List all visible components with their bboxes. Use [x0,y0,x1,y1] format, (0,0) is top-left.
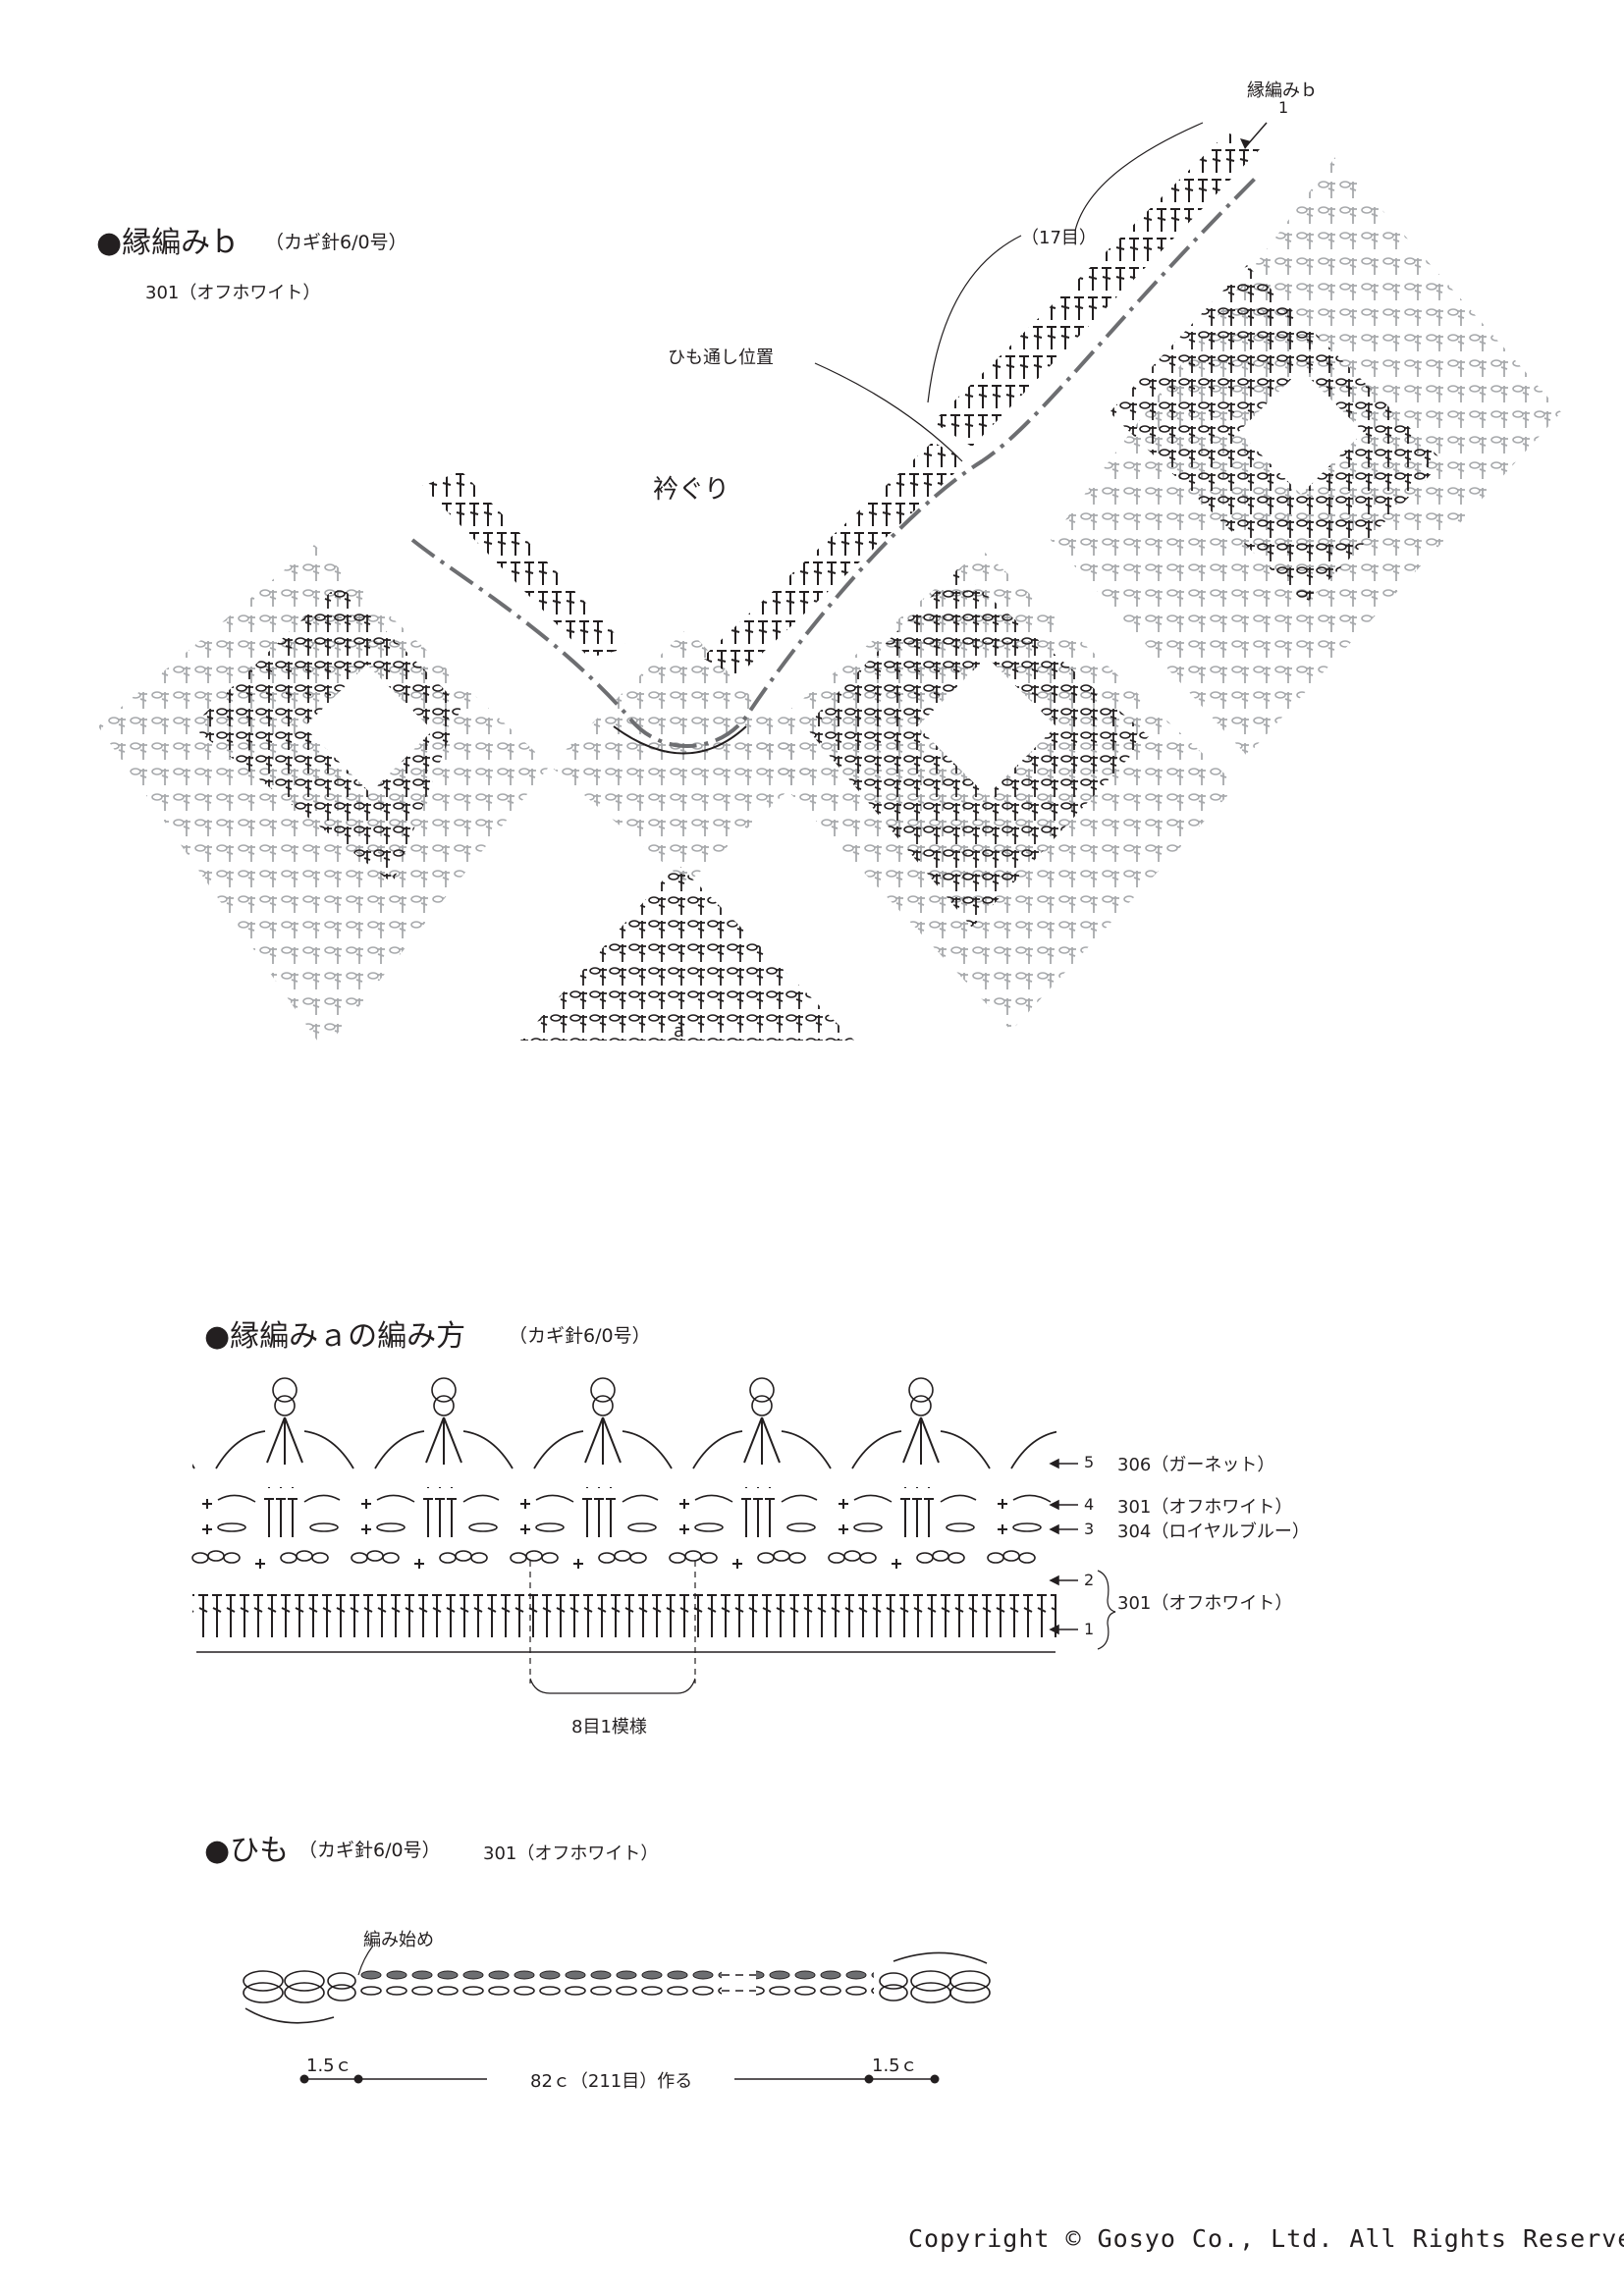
row-3-color: 304（ロイヤルブルー） [1117,1522,1310,1542]
rows-1-2-color: 301（オフホワイト） [1117,1593,1293,1614]
row-3-number: 3 [1084,1520,1095,1538]
row-4-number: 4 [1084,1495,1095,1514]
cord-right-length: 1.5ｃ [872,2056,918,2076]
row-1-number: 1 [1084,1620,1095,1638]
section-cord-title: ●ひも [204,1834,290,1868]
section-cord-color: 301（オフホワイト） [483,1843,659,1864]
section-b-color: 301（オフホワイト） [145,283,321,303]
row-5-color: 306（ガーネット） [1117,1455,1275,1475]
section-a-hook: （カギ針6/0号） [509,1325,651,1347]
edge-b-label: 縁編みｂ [1247,80,1318,101]
cord-position-label: ひも通し位置 [668,347,774,368]
cord-start-label: 編み始め [363,1930,434,1950]
copyright-notice: Copyright © Gosyo Co., Ltd. All Rights R… [908,2224,1624,2253]
row-5-number: 5 [1084,1453,1095,1471]
stitch-count-label: （17目） [1021,228,1097,248]
repeat-label: 8目1模様 [571,1717,647,1737]
section-b-title: ●縁編みｂ [96,226,241,260]
section-cord-hook: （カギ針6/0号） [298,1840,441,1861]
cord-left-length: 1.5ｃ [306,2056,352,2076]
section-b-hook: （カギ針6/0号） [265,232,407,253]
row-4-color: 301（オフホワイト） [1117,1497,1293,1518]
row-2-number: 2 [1084,1571,1095,1589]
motif-a [520,864,854,1041]
edge-b-chart [98,122,1561,1050]
neckline-label: 衿ぐり [653,475,731,505]
cord-center-length: 82ｃ（211目）作る [530,2071,693,2092]
section-a-title: ●縁編みａの編み方 [204,1319,466,1354]
edge-b-row-number: 1 [1278,98,1289,117]
